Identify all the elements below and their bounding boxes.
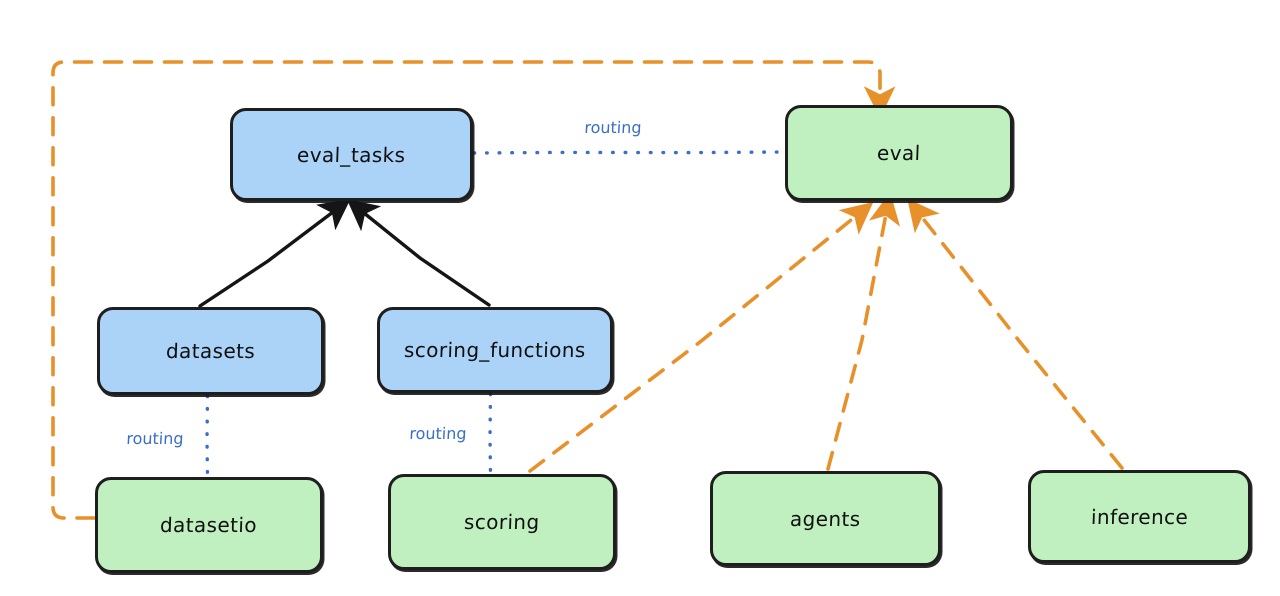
edge-scoring-functions-to-scoring xyxy=(488,392,493,476)
node-label-agents: agents xyxy=(789,506,862,531)
edge-scoring-functions-to-eval-tasks xyxy=(346,199,491,307)
node-label-scoring-functions: scoring_functions xyxy=(403,338,587,362)
edge-datasets-to-eval-tasks xyxy=(198,198,351,308)
edge-datasets-to-datasetio xyxy=(205,394,210,479)
node-datasets[interactable]: datasets xyxy=(97,307,324,395)
node-label-eval-tasks: eval_tasks xyxy=(296,142,407,167)
node-label-datasets: datasets xyxy=(165,339,256,363)
edge-label-routing-datasets-datasetio: routing xyxy=(125,429,185,448)
edge-label-routing-eval-tasks-eval: routing xyxy=(583,118,643,137)
node-datasetio[interactable]: datasetio xyxy=(95,477,323,573)
edge-agents-to-eval xyxy=(826,192,901,471)
edge-eval-tasks-to-eval xyxy=(472,150,786,155)
node-scoring-functions[interactable]: scoring_functions xyxy=(377,307,613,393)
node-label-inference: inference xyxy=(1090,504,1189,529)
node-label-scoring: scoring xyxy=(463,510,541,534)
node-scoring[interactable]: scoring xyxy=(388,474,616,570)
node-inference[interactable]: inference xyxy=(1028,470,1251,563)
node-label-datasetio: datasetio xyxy=(160,513,258,537)
node-eval-tasks[interactable]: eval_tasks xyxy=(230,108,473,201)
node-eval[interactable]: eval xyxy=(785,105,1013,201)
edge-inference-to-eval xyxy=(907,198,1124,470)
node-agents[interactable]: agents xyxy=(710,471,941,566)
edge-label-routing-scoring-functions-scoring: routing xyxy=(408,424,468,443)
node-label-eval: eval xyxy=(876,141,922,165)
